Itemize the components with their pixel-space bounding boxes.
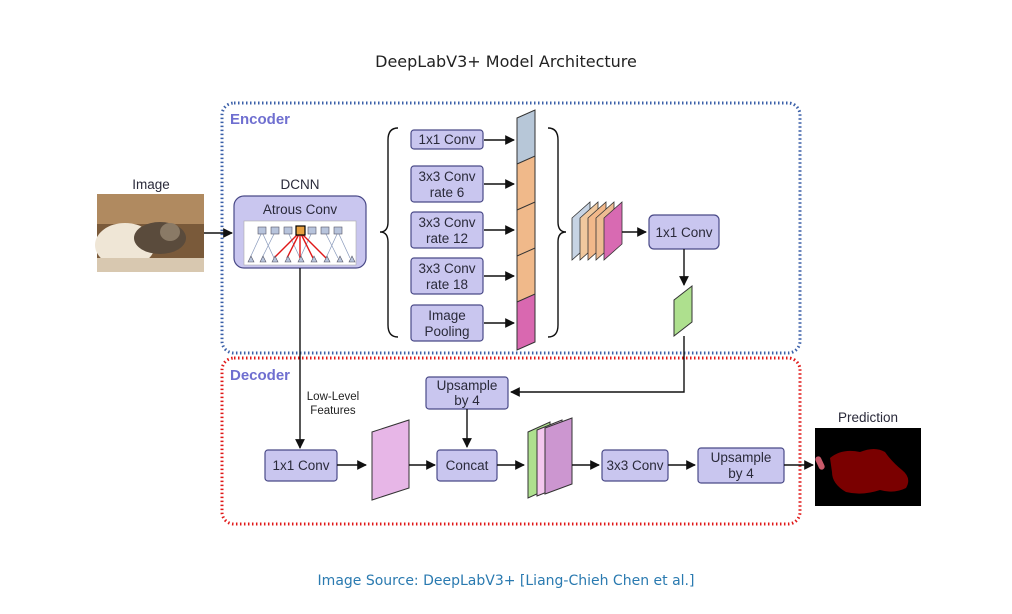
aspp-branch-2: 3x3 Conv rate 6 xyxy=(410,155,536,213)
atrous-conv-label: Atrous Conv xyxy=(263,202,338,217)
prediction-label: Prediction xyxy=(838,410,898,425)
input-image-label: Image xyxy=(132,177,170,192)
branch-1-label: 1x1 Conv xyxy=(418,132,475,147)
image-source-caption: Image Source: DeepLabV3+ [Liang-Chieh Ch… xyxy=(318,573,695,589)
decoder-label: Decoder xyxy=(230,367,290,384)
left-brace xyxy=(379,127,399,338)
aspp-branch-1: 1x1 Conv xyxy=(410,109,536,167)
atrous-conv-icon xyxy=(243,220,357,266)
low-level-line1: Low-Level xyxy=(307,391,359,403)
concat-label: Concat xyxy=(446,458,489,473)
low-level-line2: Features xyxy=(310,405,356,417)
branch-5-line2: Pooling xyxy=(424,324,469,339)
upsample-top-line2: by 4 xyxy=(454,393,480,408)
branch-2-line1: 3x3 Conv xyxy=(418,169,475,184)
encoder-region xyxy=(220,101,802,355)
prediction-mask-image xyxy=(815,428,921,506)
encoder-1x1-conv-label: 1x1 Conv xyxy=(655,225,712,240)
branch-5-line1: Image xyxy=(428,308,466,323)
branch-3-line2: rate 12 xyxy=(426,231,468,246)
encoder-output-feature xyxy=(673,284,693,338)
low-level-feature-map xyxy=(371,419,410,501)
upsample-out-line1: Upsample xyxy=(711,450,772,465)
encoder-label: Encoder xyxy=(230,111,290,128)
input-cat-image xyxy=(95,194,204,272)
branch-2-line2: rate 6 xyxy=(430,185,465,200)
diagram-title: DeepLabV3+ Model Architecture xyxy=(375,52,637,71)
aspp-branch-4: 3x3 Conv rate 18 xyxy=(410,247,536,305)
upsample-out-line2: by 4 xyxy=(728,466,754,481)
decoder-region xyxy=(220,356,802,526)
dcnn-label: DCNN xyxy=(281,177,320,192)
concat-feature-map xyxy=(527,417,573,499)
aspp-branch-5: Image Pooling xyxy=(410,293,536,351)
branch-4-line1: 3x3 Conv xyxy=(418,261,475,276)
aspp-branch-3: 3x3 Conv rate 12 xyxy=(410,201,536,259)
upsample-top-line1: Upsample xyxy=(437,378,498,393)
right-brace xyxy=(547,127,567,338)
decoder-3x3-conv-label: 3x3 Conv xyxy=(606,458,663,473)
branch-4-line2: rate 18 xyxy=(426,277,468,292)
decoder-1x1-conv-label: 1x1 Conv xyxy=(272,458,329,473)
aspp-feature-stack xyxy=(571,201,623,261)
branch-3-line1: 3x3 Conv xyxy=(418,215,475,230)
